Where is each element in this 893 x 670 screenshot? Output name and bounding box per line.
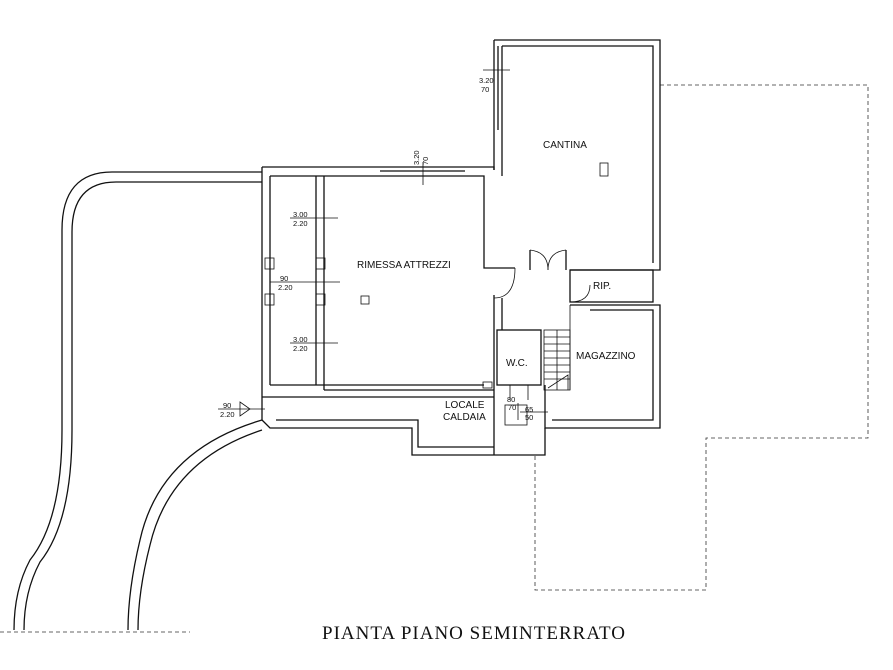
dim-wc-window-a: 80 [507,395,515,404]
door-swing-1 [493,267,516,299]
dim-caldaia-door-a: 90 [223,401,231,410]
door-swing-2 [529,249,549,271]
magazzino-walls-inner [552,309,654,421]
room-label-locale: LOCALE [445,400,485,411]
pillar-4 [315,293,326,306]
rimessa-top-wall [262,166,495,170]
dim-door3-b: 2.20 [293,344,308,353]
driveway-inner-curve [23,181,262,631]
upper-floor-outline [534,84,869,591]
pillar-2 [315,257,326,270]
dim-door1-b: 2.20 [293,219,308,228]
dim-rimessa-window: 3.20 70 [412,150,430,165]
wc-door [509,385,529,400]
dim-wc-window2-b: 50 [525,413,533,422]
magazzino-walls [544,304,661,429]
stair-arrow [547,374,569,390]
rip-door-swing [569,284,591,303]
rimessa-column [360,295,370,305]
cantina-walls [494,39,661,271]
dim-wc-window2-a: 65 [525,405,533,414]
caldaia-boiler [504,404,528,426]
room-label-wc: W.C. [506,358,528,369]
dim-door3-a: 3.00 [293,335,308,344]
dim-rimessa-window-b: 70 [421,157,430,165]
dim-cantina-window-a: 3.20 [479,76,494,85]
cantina-walls-inner [502,45,654,263]
entry-arrow-icon [239,401,251,417]
room-label-magazzino: MAGAZZINO [576,351,636,362]
stair-treads [544,330,570,390]
door-swing-3 [547,249,567,271]
room-label-cantina: CANTINA [543,140,587,151]
ramp-inner-curve [137,429,263,631]
ramp-outer-curve [127,419,263,631]
dim-cantina-window-b: 70 [481,85,489,94]
rimessa-top-wall-inner [270,175,515,269]
driveway-outer-curve [13,171,262,631]
caldaia-walls-inner [276,419,494,448]
pillar-1 [264,257,275,270]
pillar-3 [264,293,275,306]
dim-rimessa-window-a: 3.20 [412,150,421,165]
room-label-rimessa: RIMESSA ATTREZZI [357,260,451,271]
dim-caldaia-door-b: 2.20 [220,410,235,419]
wc-room [496,329,542,386]
room-label-rip: RIP. [593,281,611,292]
cantina-column [599,162,609,177]
dim-wc-window-b: 70 [508,403,516,412]
plan-title: PIANTA PIANO SEMINTERRATO [322,623,626,644]
room-label-caldaia: CALDAIA [443,412,486,423]
dim-door2-b: 2.20 [278,283,293,292]
dim-door2-a: 90 [280,274,288,283]
dim-door1-a: 3.00 [293,210,308,219]
caldaia-vent [482,381,493,389]
caldaia-walls [261,419,546,456]
rip-room [569,269,654,303]
